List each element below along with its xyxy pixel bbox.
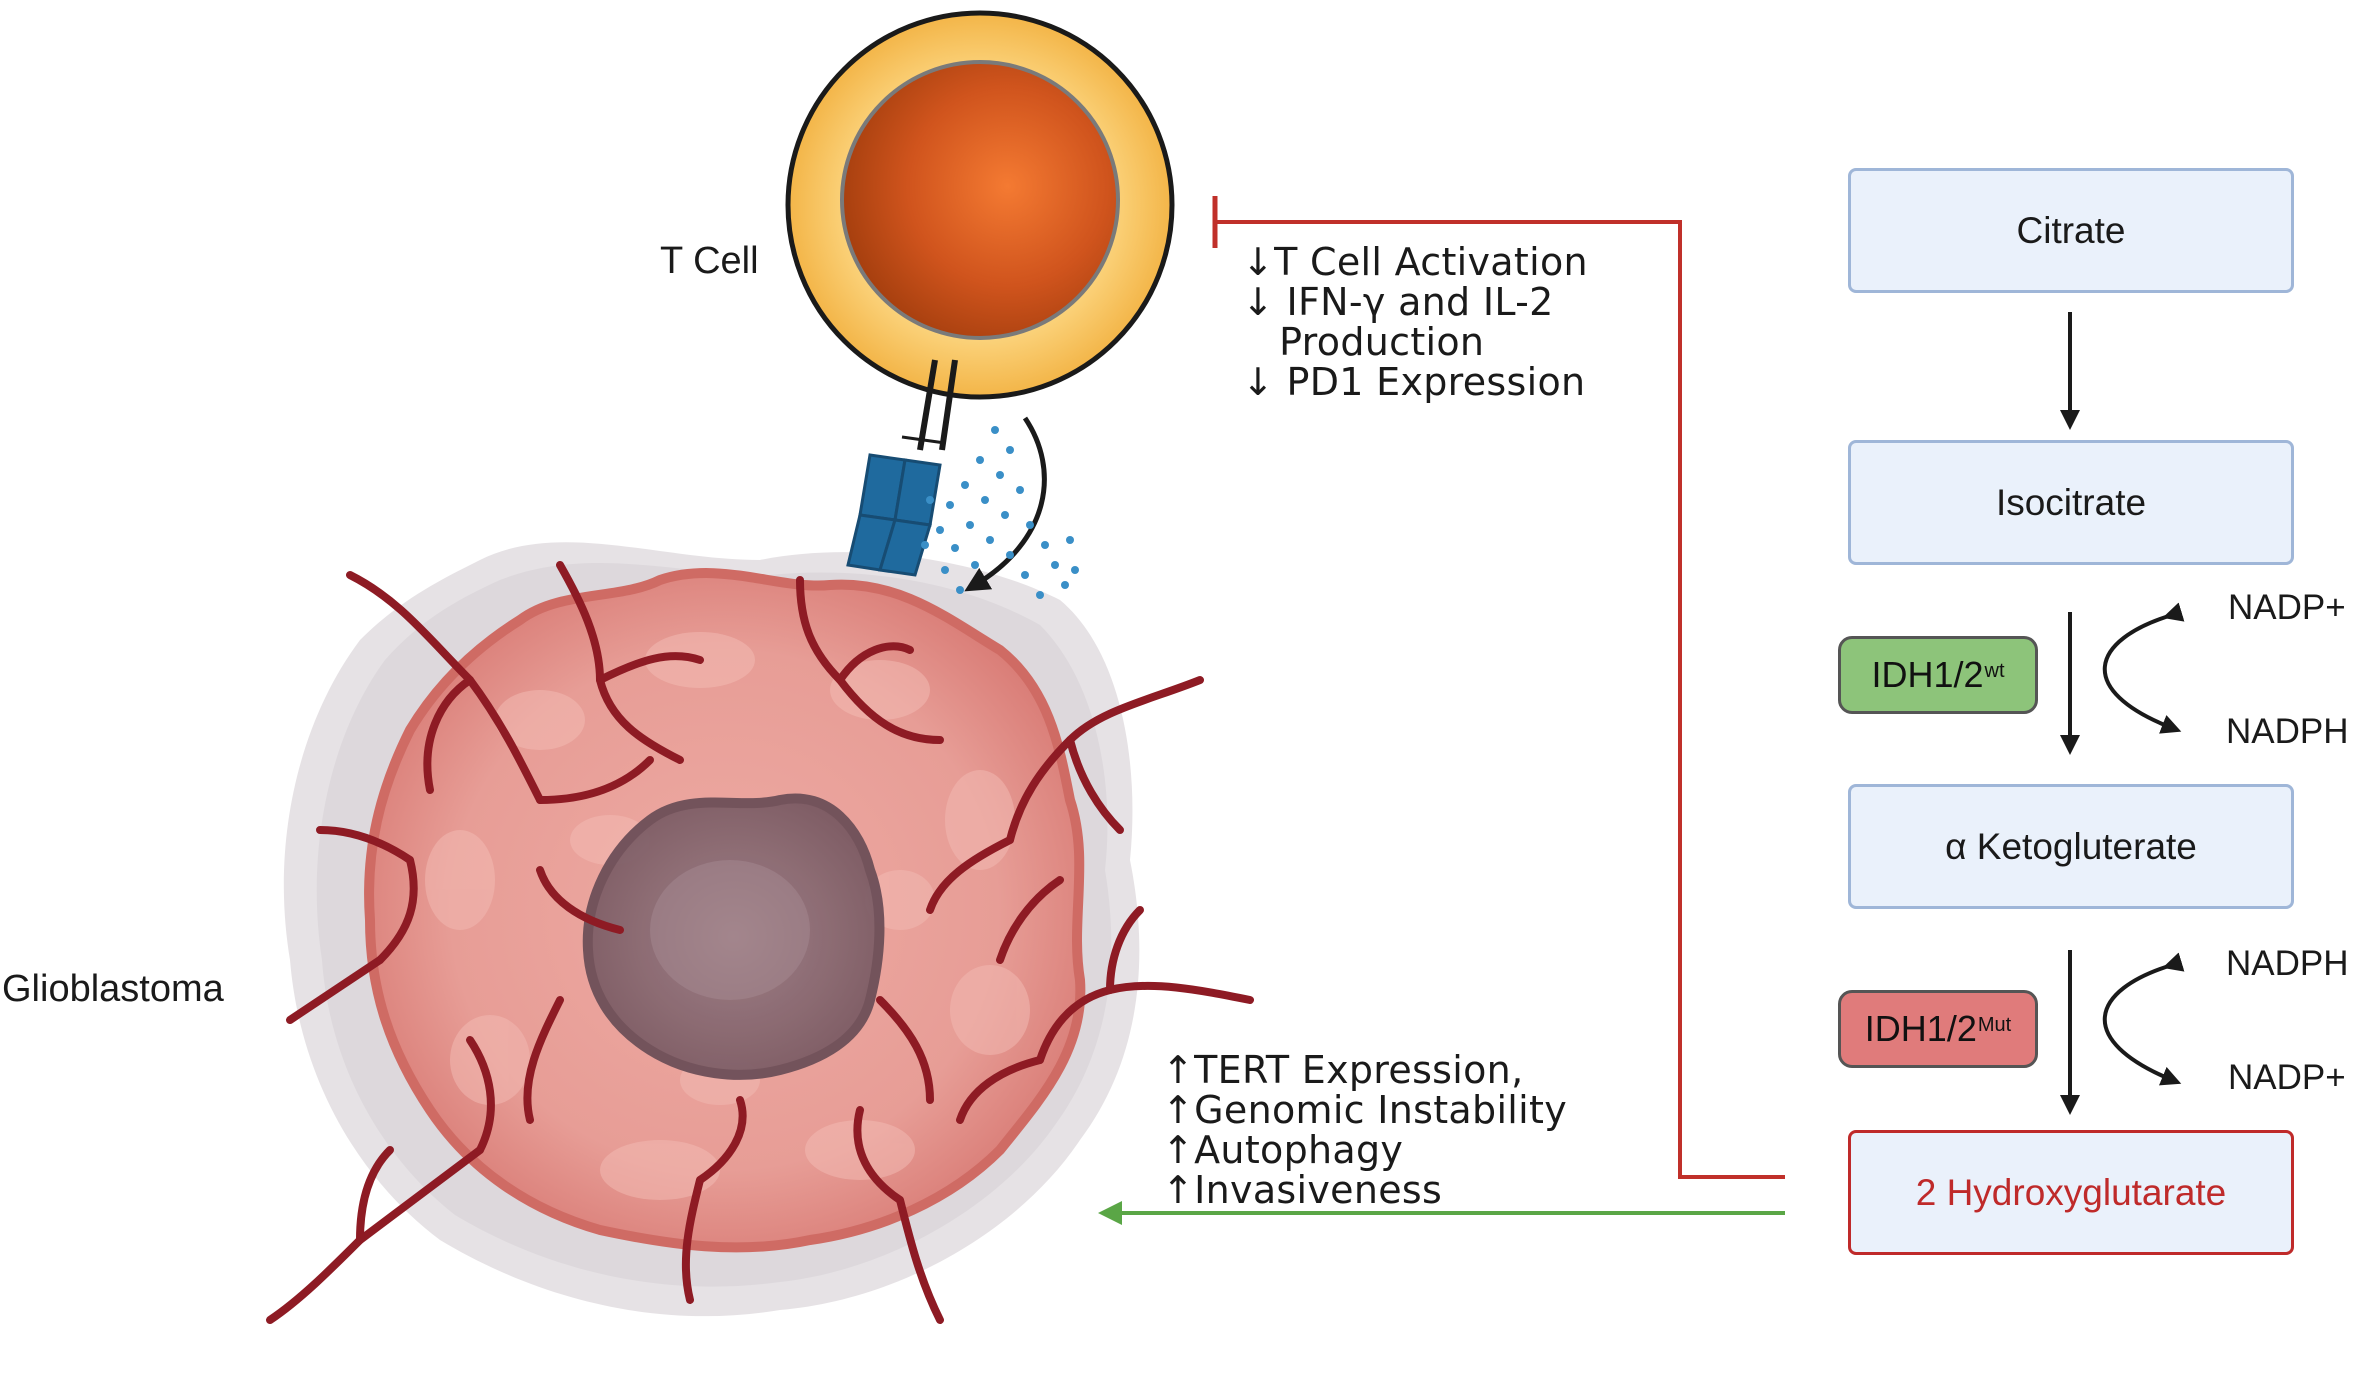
alpha-ketogluterate-box: α Ketogluterate	[1848, 784, 2294, 909]
tumor-effect: ↑Genomic Instability	[1162, 1088, 1567, 1132]
t-cell-effect: ↓ IFN-γ and IL-2	[1242, 280, 1554, 324]
pathway-arrows	[2060, 312, 2185, 1115]
cofactor-curve-2	[2102, 952, 2185, 1086]
t-cell-effect: ↓T Cell Activation	[1242, 240, 1588, 284]
t-cell-receptor	[846, 359, 958, 577]
enzyme-superscript: Mut	[1977, 1013, 2012, 1036]
tumor-effects: ↑TERT Expression, ↑Genomic Instability ↑…	[1162, 1050, 1567, 1210]
isocitrate-box: Isocitrate	[1848, 440, 2294, 565]
t-cell-effects: ↓T Cell Activation ↓ IFN-γ and IL-2 Prod…	[1242, 242, 1588, 402]
t-cell-illustration	[785, 10, 1175, 599]
t-cell-nucleus	[840, 60, 1120, 340]
secretion-arrow	[964, 416, 1047, 592]
t-cell-effect: Production	[1242, 320, 1485, 364]
citrate-box: Citrate	[1848, 168, 2294, 293]
hydroxyglutarate-box: 2 Hydroxyglutarate	[1848, 1130, 2294, 1255]
enzyme-name: IDH1/2	[1864, 1008, 1977, 1049]
cofactor-nadph-2: NADPH	[2226, 944, 2349, 983]
blood-vessels	[266, 561, 1254, 1324]
cofactor-nadp-plus-1: NADP+	[2228, 588, 2346, 627]
cytokine-dots	[921, 426, 1079, 599]
glioblastoma-illustration	[266, 542, 1254, 1324]
cofactor-curve-1	[2102, 602, 2185, 734]
tumor-effect: ↑Autophagy	[1162, 1128, 1404, 1172]
tumor-effect: ↑Invasiveness	[1162, 1168, 1443, 1212]
cofactor-nadp-plus-2: NADP+	[2228, 1058, 2346, 1097]
tumor-effect: ↑TERT Expression,	[1162, 1048, 1524, 1092]
enzyme-name: IDH1/2	[1871, 654, 1984, 695]
glioblastoma-label: Glioblastoma	[2, 968, 224, 1010]
t-cell-label: T Cell	[660, 240, 759, 282]
inhibition-line	[1212, 196, 1785, 1179]
enzyme-superscript: wt	[1984, 659, 2005, 682]
cofactor-nadph-1: NADPH	[2226, 712, 2349, 751]
t-cell-effect: ↓ PD1 Expression	[1242, 360, 1586, 404]
